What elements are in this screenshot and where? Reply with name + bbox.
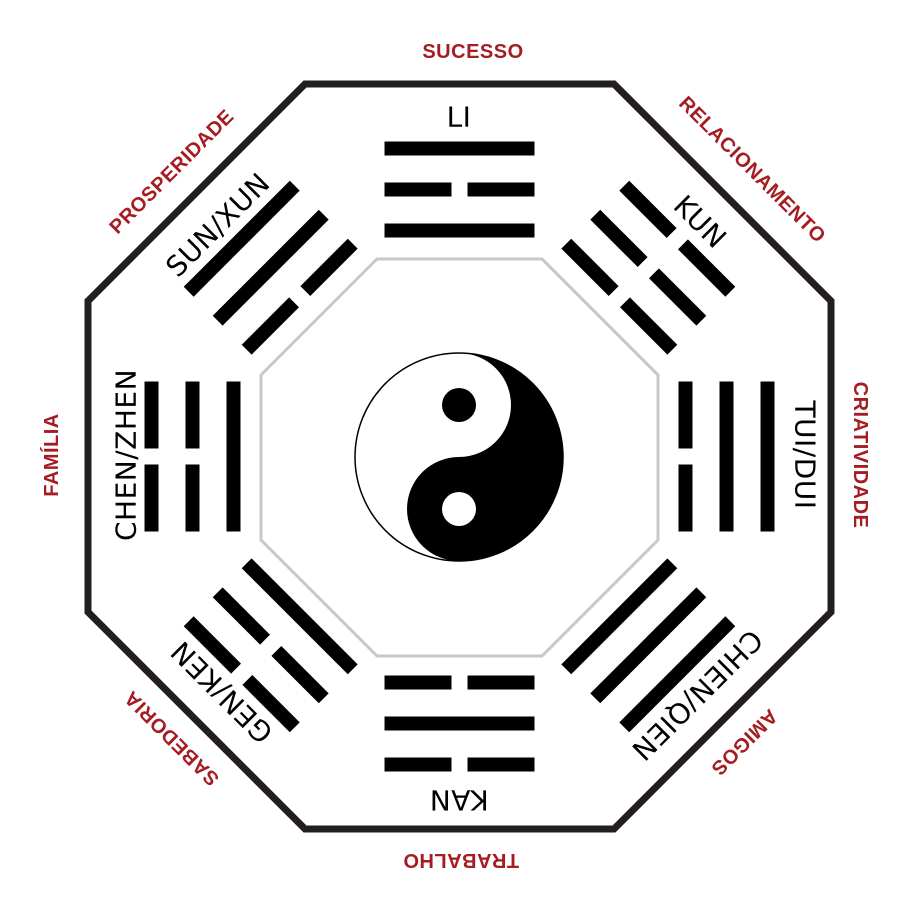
trigram-line-broken (242, 674, 300, 733)
trigram-line-broken (212, 587, 270, 645)
trigram-line-broken (467, 675, 535, 690)
trigram-label: TUI/DUI (789, 399, 822, 509)
trigram-line-solid (590, 587, 707, 704)
trigram-line-broken (678, 381, 693, 449)
trigram-bottom-right (561, 558, 736, 733)
trigram-line-solid (384, 141, 535, 156)
trigram-line-solid (719, 381, 734, 532)
area-label: AMIGOS (706, 704, 781, 779)
trigram-top-left (183, 180, 358, 355)
area-label: TRABALHO (403, 849, 519, 871)
inner-octagon (259, 257, 660, 658)
trigram-label: KUN (667, 189, 733, 255)
trigram-line-solid (760, 381, 775, 532)
trigram-line-solid (561, 558, 678, 675)
trigram-right (678, 381, 775, 532)
trigram-layer (144, 141, 775, 772)
trigram-line-broken (144, 381, 159, 449)
area-label: FAMÍLIA (40, 413, 63, 497)
trigram-line-solid (619, 616, 736, 733)
trigram-label-bottom: KAN (429, 784, 488, 817)
area-label-bottom-right: AMIGOS (706, 704, 781, 779)
trigram-line-broken (241, 297, 299, 355)
trigram-bottom-left (183, 558, 358, 733)
trigram-line-broken (271, 646, 329, 704)
trigram-line-broken (384, 675, 452, 690)
trigram-line-broken (677, 239, 736, 297)
trigram-top (384, 141, 535, 238)
trigram-line-broken (678, 464, 693, 532)
trigram-line-broken (183, 616, 242, 674)
trigram-label: CHEN/ZHEN (110, 369, 143, 541)
trigram-line-solid (384, 716, 535, 731)
trigram-line-broken (144, 464, 159, 532)
trigram-top-right (561, 180, 736, 355)
trigram-line-broken (185, 464, 200, 532)
area-label-bottom: TRABALHO (403, 849, 519, 871)
trigram-label: KAN (429, 784, 488, 817)
trigram-bottom (384, 675, 535, 772)
trigram-line-broken (185, 381, 200, 449)
trigram-label-left: CHEN/ZHEN (110, 369, 143, 541)
trigram-line-broken (300, 238, 358, 296)
trigram-label-top-right: KUN (667, 189, 733, 255)
trigram-line-broken (649, 268, 707, 326)
trigram-line-broken (467, 757, 535, 772)
trigram-line-broken (620, 297, 678, 355)
trigram-line-broken (590, 209, 648, 267)
trigram-label: LI (447, 101, 472, 134)
trigram-line-broken (467, 182, 535, 197)
area-label-top: SUCESSO (422, 41, 523, 63)
area-label: SUCESSO (422, 41, 523, 63)
trigram-line-broken (384, 182, 452, 197)
trigram-line-broken (384, 757, 452, 772)
trigram-label-top: LI (447, 101, 472, 134)
trigram-line-solid (241, 558, 358, 675)
trigram-line-solid (183, 180, 300, 297)
trigram-line-broken (619, 180, 677, 239)
outer-octagon (84, 80, 835, 833)
trigram-line-solid (226, 381, 241, 532)
trigram-label-right: TUI/DUI (789, 399, 822, 509)
yin-yang-icon (354, 352, 564, 562)
area-label-left: FAMÍLIA (40, 413, 63, 497)
trigram-line-solid (212, 209, 329, 326)
area-label-right: CRIATIVIDADE (849, 382, 871, 529)
trigram-line-broken (561, 238, 619, 296)
trigram-left (144, 381, 241, 532)
trigram-line-solid (384, 223, 535, 238)
area-label: CRIATIVIDADE (849, 382, 871, 529)
